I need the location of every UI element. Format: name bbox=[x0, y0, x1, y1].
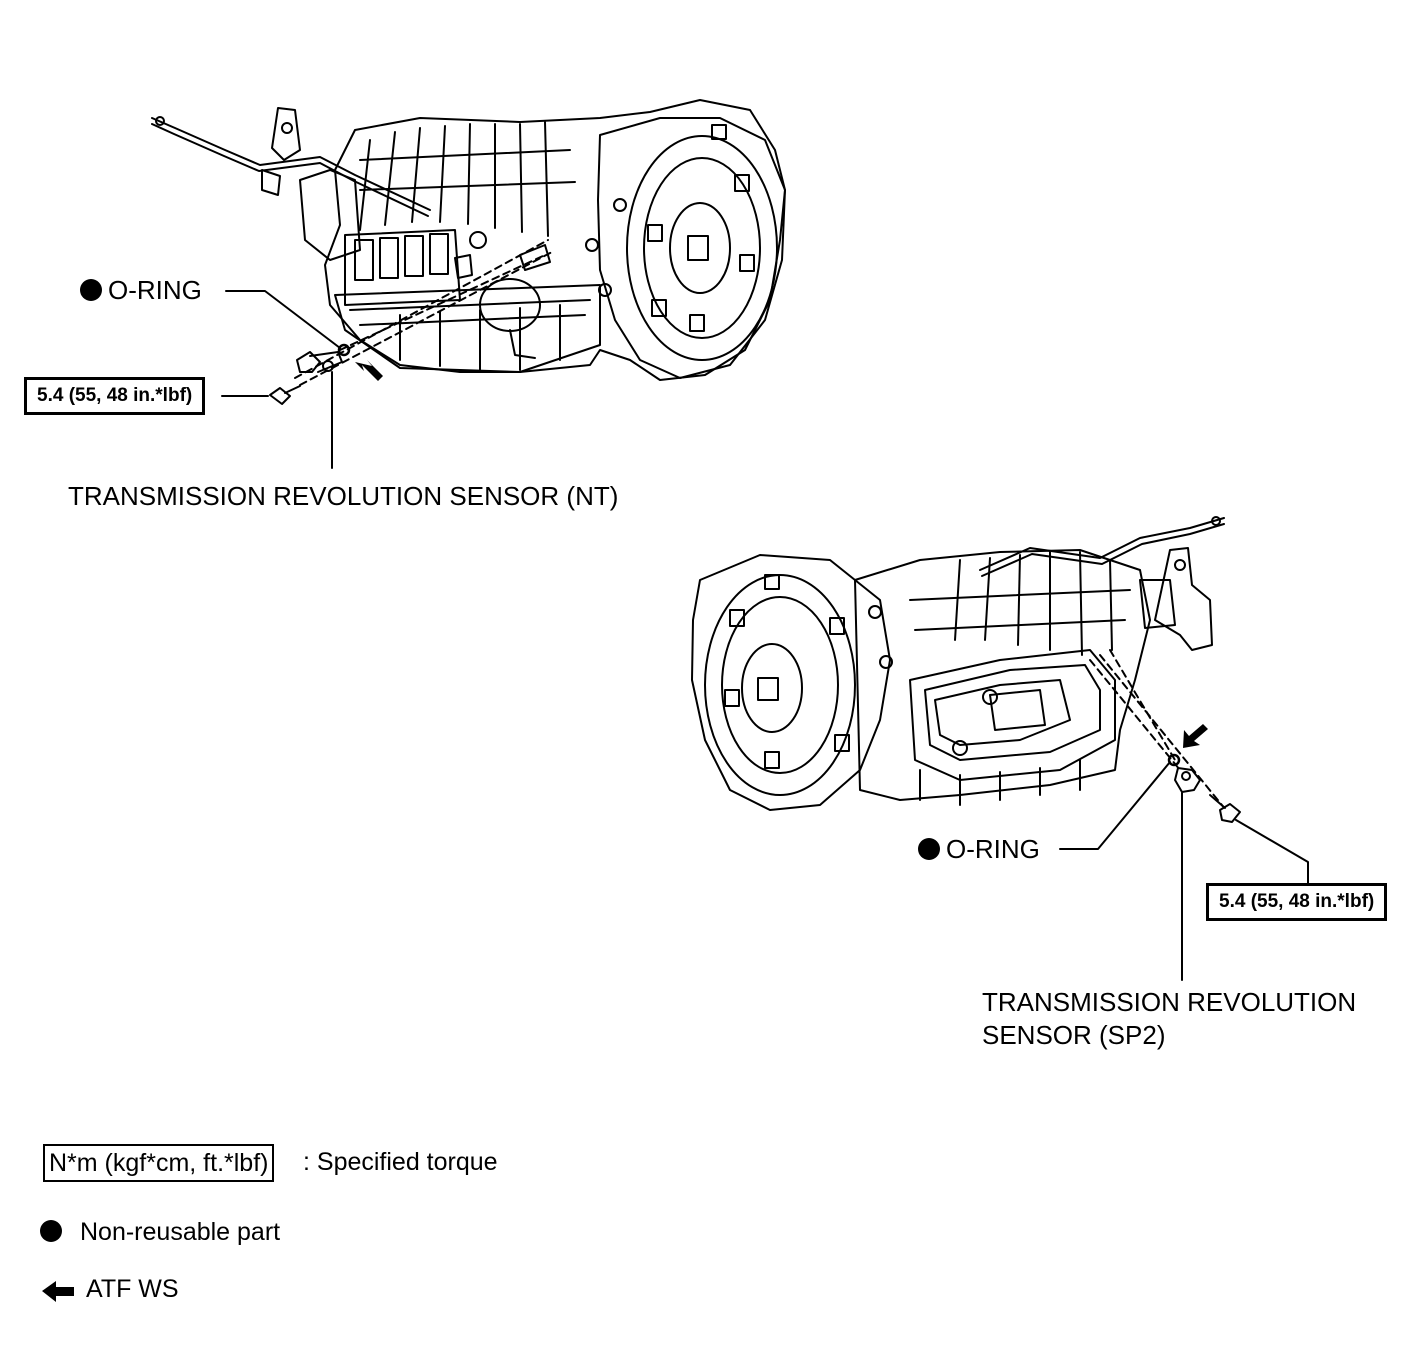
lower-torque-leader bbox=[1235, 819, 1309, 885]
upper-torque-box: 5.4 (55, 48 in.*lbf) bbox=[24, 377, 206, 415]
non-reusable-dot-icon bbox=[40, 1220, 62, 1243]
lower-oring-callout: O-RING bbox=[918, 833, 1040, 865]
legend-atf-label: ATF WS bbox=[86, 1275, 179, 1303]
lower-torque-box: 5.4 (55, 48 in.*lbf) bbox=[1206, 883, 1388, 921]
legend-torque-desc: : Specified torque bbox=[303, 1148, 498, 1176]
non-reusable-dot-icon bbox=[80, 279, 102, 302]
lower-sensor-part bbox=[1167, 753, 1201, 793]
lower-oring-label: O-RING bbox=[946, 834, 1040, 864]
lower-bolt bbox=[1209, 794, 1241, 823]
upper-oring-leader bbox=[225, 290, 341, 349]
lower-sensor-label-line1: TRANSMISSION REVOLUTION bbox=[982, 987, 1357, 1017]
lower-oring-leader bbox=[1059, 761, 1171, 850]
upper-sensor-part bbox=[296, 343, 351, 373]
legend-nonreusable: Non-reusable part bbox=[40, 1216, 280, 1248]
legend-torque-unit: N*m (kgf*cm, ft.*lbf) bbox=[43, 1144, 275, 1182]
lower-sensor-label-line2: SENSOR (SP2) bbox=[982, 1020, 1166, 1050]
upper-oring-label: O-RING bbox=[108, 275, 202, 305]
legend-nonreusable-label: Non-reusable part bbox=[80, 1218, 281, 1246]
lower-transmission bbox=[691, 516, 1225, 811]
lower-alignment-lines bbox=[1089, 649, 1231, 816]
upper-bolt bbox=[269, 385, 301, 405]
upper-oring-callout: O-RING bbox=[80, 274, 202, 306]
upper-sensor-label: TRANSMISSION REVOLUTION SENSOR (NT) bbox=[68, 481, 619, 511]
legend-arrow-icon bbox=[42, 1281, 74, 1302]
atf-arrow-icon bbox=[355, 360, 383, 381]
non-reusable-dot-icon bbox=[918, 838, 940, 861]
atf-arrow-icon bbox=[1183, 724, 1208, 748]
upper-transmission bbox=[151, 99, 786, 381]
